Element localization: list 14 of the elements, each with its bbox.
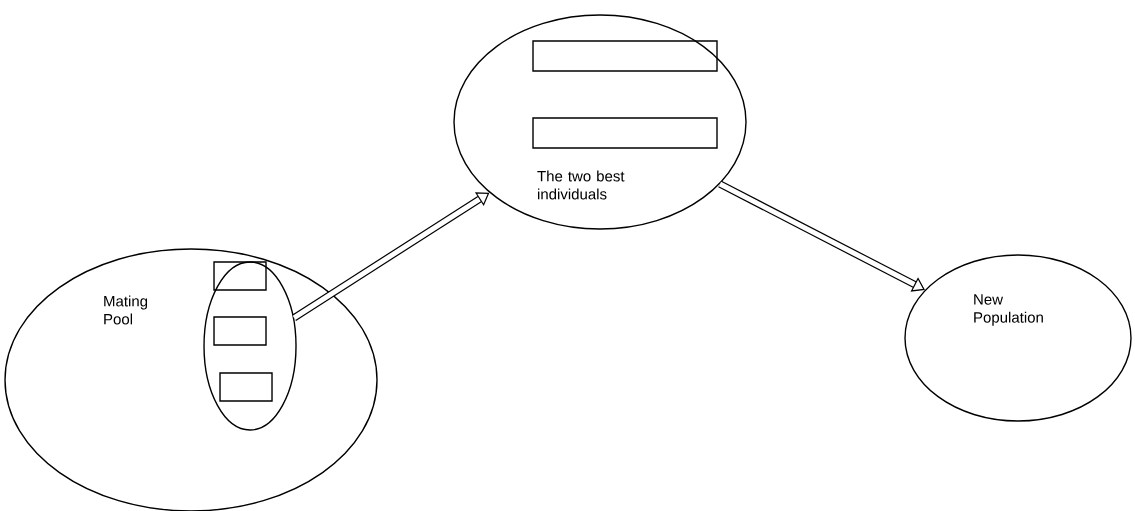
- empty-box: [532, 40, 718, 72]
- node-label: New Population: [974, 294, 1043, 326]
- ellipse-region: [4, 248, 378, 511]
- hollow-arrow: [292, 192, 490, 321]
- empty-box: [213, 316, 267, 346]
- hollow-arrow: [718, 180, 925, 292]
- ellipse-region: [904, 254, 1132, 422]
- node-label: The two best individuals: [537, 170, 625, 200]
- ellipse-region: [453, 14, 747, 230]
- node-label: Mating Pool: [104, 295, 148, 325]
- empty-box: [219, 372, 273, 402]
- ellipse-region: [203, 261, 297, 431]
- empty-box: [213, 261, 267, 291]
- empty-box: [532, 117, 718, 149]
